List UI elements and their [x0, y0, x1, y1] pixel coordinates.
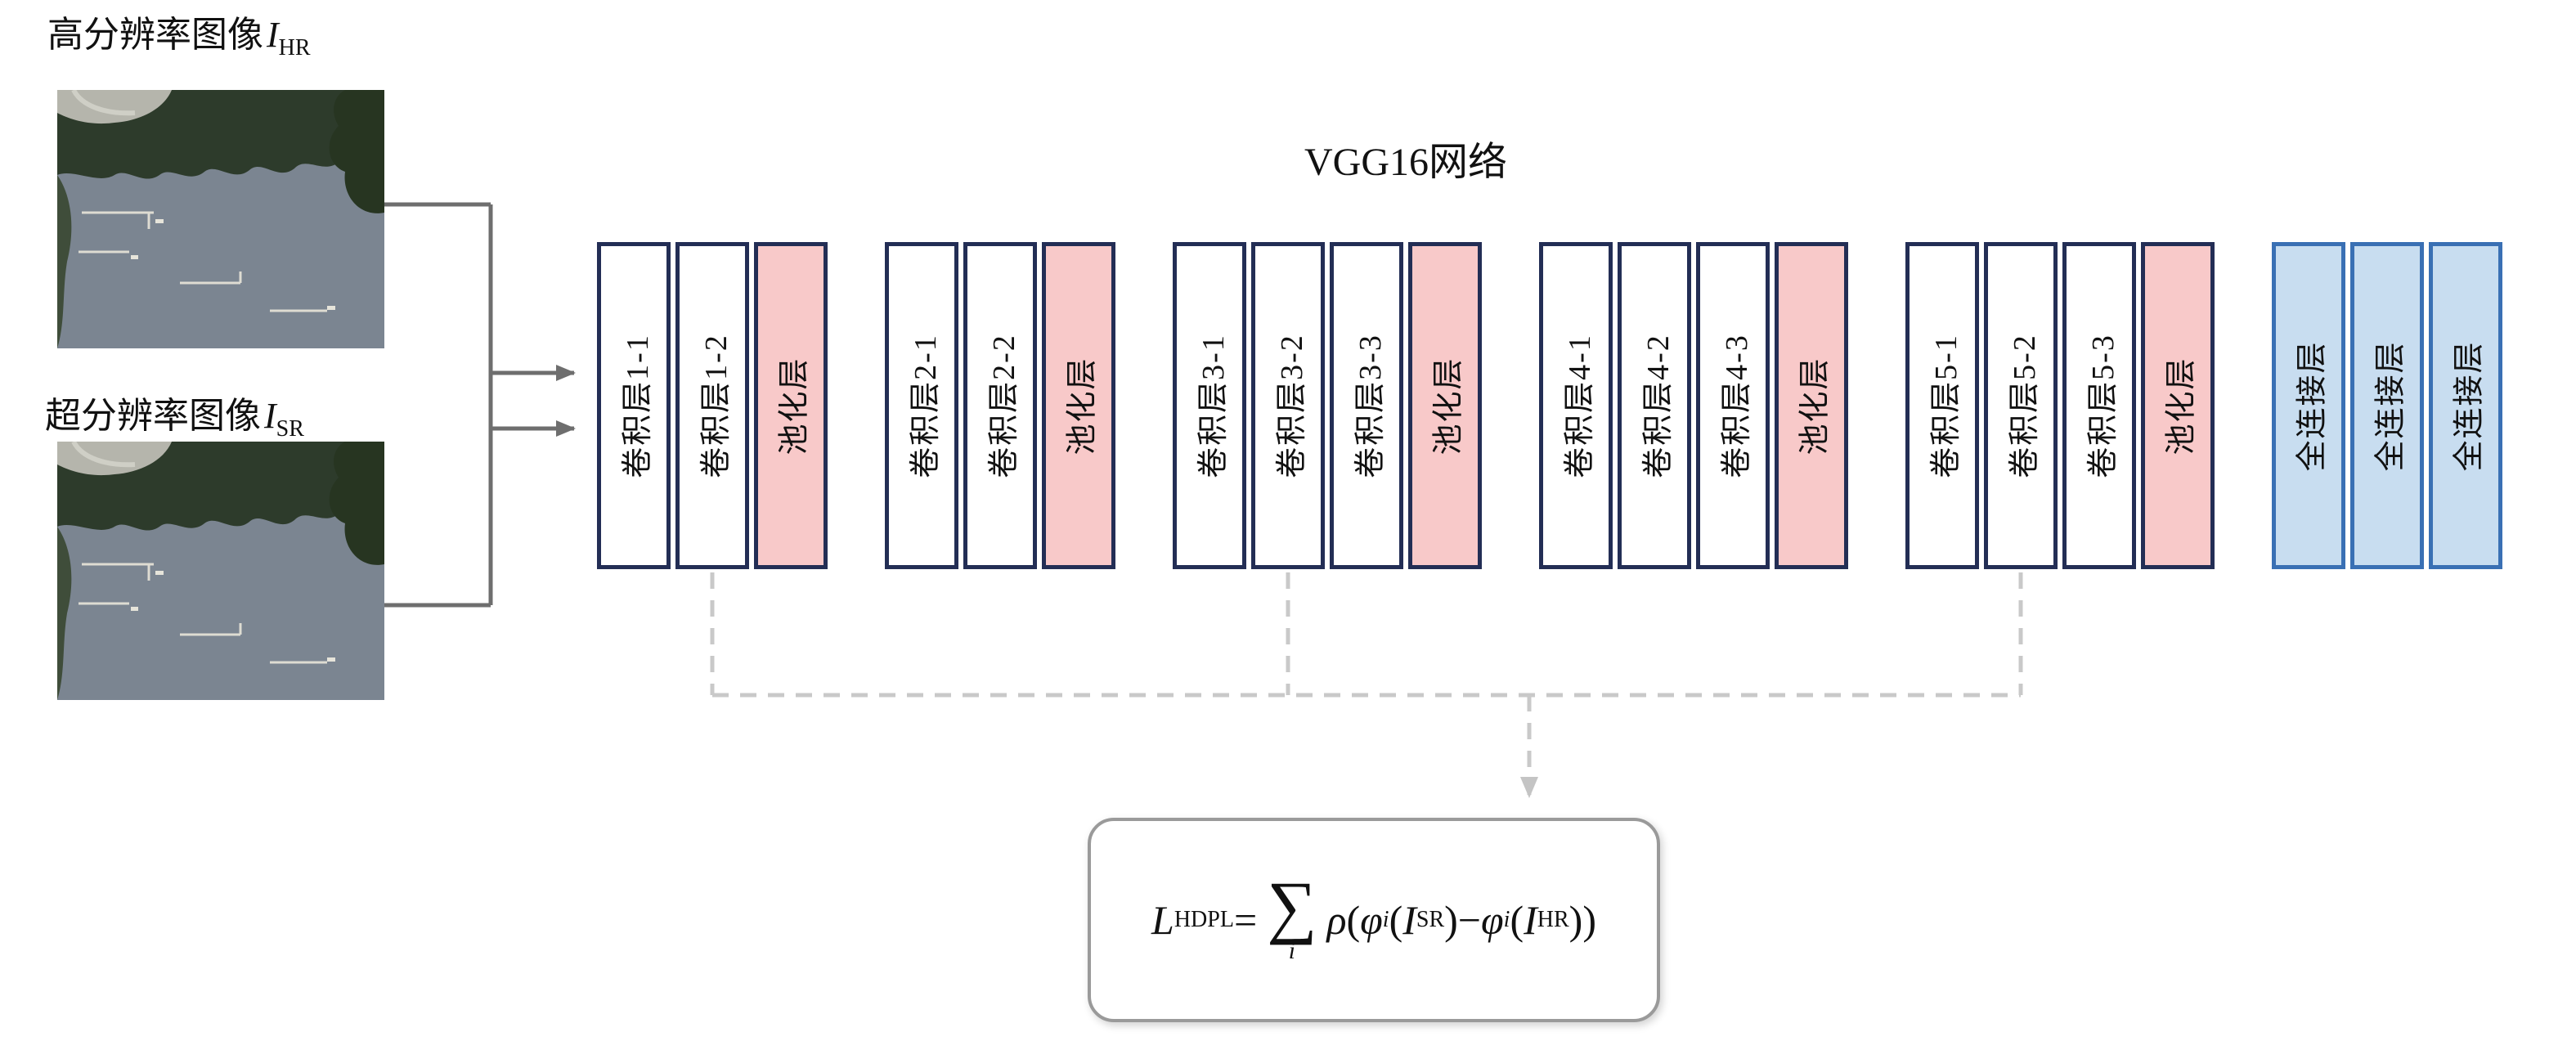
formula-rparen1: ) — [1444, 897, 1458, 943]
formula-L-sub: HDPL — [1174, 907, 1234, 932]
network-title: VGG16网络 — [1304, 141, 1507, 184]
docks — [79, 563, 327, 664]
sr-label-sub: SR — [276, 415, 304, 442]
formula-phi1: φ — [1360, 897, 1383, 943]
sr-label-var: I — [264, 396, 276, 436]
block-label: 池化层 — [2164, 356, 2199, 455]
hr-label-sub: HR — [278, 34, 311, 61]
block-label: 卷积层4-3 — [1719, 333, 1754, 478]
block-conv4-3: 卷积层4-3 — [1696, 242, 1770, 569]
formula-sum: ∑ i — [1257, 867, 1326, 964]
formula-I1-sub: SR — [1416, 907, 1445, 932]
conv-group-4: 卷积层4-1 卷积层4-2 卷积层4-3 池化层 — [1539, 242, 1848, 569]
clearing — [57, 90, 172, 124]
block-label: 卷积层3-3 — [1353, 333, 1388, 478]
trees-right — [329, 90, 384, 213]
block-pool5: 池化层 — [2141, 242, 2215, 569]
road — [71, 442, 136, 468]
block-conv1-1: 卷积层1-1 — [597, 242, 671, 569]
block-conv5-2: 卷积层5-2 — [1984, 242, 2058, 569]
block-label: 池化层 — [1797, 356, 1833, 455]
hr-image-label: 高分辨率图像IHR — [47, 5, 311, 61]
sigma-index: i — [1288, 936, 1295, 964]
block-label: 卷积层5-1 — [1928, 333, 1963, 478]
formula-L: L — [1151, 897, 1174, 943]
block-label: 卷积层2-1 — [908, 333, 943, 478]
sr-label-text: 超分辨率图像 — [45, 396, 261, 436]
formula-rparen2: )) — [1568, 897, 1596, 943]
block-label: 全连接层 — [2373, 339, 2408, 472]
block-label: 卷积层3-2 — [1274, 333, 1309, 478]
block-fc3: 全连接层 — [2429, 242, 2502, 569]
sr-photo — [57, 442, 384, 700]
formula-I1: I — [1402, 897, 1416, 943]
block-label: 池化层 — [1431, 356, 1466, 455]
input-arrows — [384, 202, 576, 608]
conv-group-3: 卷积层3-1 卷积层3-2 卷积层3-3 池化层 — [1173, 242, 1482, 569]
formula-lparen1: ( — [1346, 897, 1361, 943]
block-fc2: 全连接层 — [2350, 242, 2424, 569]
conv-group-5: 卷积层5-1 卷积层5-2 卷积层5-3 池化层 — [1905, 242, 2215, 569]
block-pool3: 池化层 — [1408, 242, 1482, 569]
clearing — [57, 442, 172, 476]
block-pool4: 池化层 — [1775, 242, 1848, 569]
block-conv4-1: 卷积层4-1 — [1539, 242, 1613, 569]
formula-rho: ρ — [1326, 897, 1347, 943]
block-label: 卷积层5-2 — [2007, 333, 2042, 478]
block-label: 全连接层 — [2295, 339, 2330, 472]
trees-right — [329, 442, 384, 565]
shoreline — [57, 175, 72, 348]
block-conv1-2: 卷积层1-2 — [675, 242, 749, 569]
block-conv2-2: 卷积层2-2 — [963, 242, 1037, 569]
formula-phi2: φ — [1481, 897, 1504, 943]
block-label: 卷积层2-2 — [986, 333, 1021, 478]
boats — [131, 571, 335, 662]
hr-photo — [57, 90, 384, 348]
formula-minus: − — [1457, 897, 1481, 943]
block-pool2: 池化层 — [1042, 242, 1115, 569]
block-label: 卷积层3-1 — [1196, 333, 1231, 478]
block-fc1: 全连接层 — [2272, 242, 2345, 569]
block-label: 池化层 — [1065, 356, 1100, 455]
hr-image — [57, 90, 384, 348]
block-label: 卷积层1-1 — [620, 333, 655, 478]
block-label: 全连接层 — [2452, 339, 2487, 472]
feature-tap-lines — [710, 572, 2023, 798]
block-label: 卷积层4-2 — [1640, 333, 1676, 478]
block-conv2-1: 卷积层2-1 — [885, 242, 958, 569]
block-pool1: 池化层 — [754, 242, 828, 569]
block-conv3-2: 卷积层3-2 — [1251, 242, 1325, 569]
block-conv5-1: 卷积层5-1 — [1905, 242, 1979, 569]
block-label: 卷积层1-2 — [698, 333, 734, 478]
hr-label-var: I — [267, 15, 279, 55]
formula-equals: = — [1233, 897, 1258, 943]
formula-I2: I — [1524, 897, 1537, 943]
block-label: 卷积层5-3 — [2085, 333, 2120, 478]
formula-phi1-sub: i — [1382, 907, 1389, 932]
docks — [79, 211, 327, 312]
formula-lparen3: ( — [1510, 897, 1524, 943]
block-conv3-3: 卷积层3-3 — [1330, 242, 1403, 569]
input-connector-trunk — [384, 202, 493, 608]
fc-group: 全连接层 全连接层 全连接层 — [2272, 242, 2502, 569]
sigma-symbol: ∑ — [1267, 867, 1317, 946]
formula-I2-sub: HR — [1537, 907, 1569, 932]
block-conv4-2: 卷积层4-2 — [1618, 242, 1691, 569]
formula-phi2-sub: i — [1503, 907, 1510, 932]
road — [71, 90, 136, 116]
shoreline — [57, 527, 72, 700]
block-conv5-3: 卷积层5-3 — [2062, 242, 2136, 569]
sr-image-label: 超分辨率图像ISR — [45, 386, 304, 442]
conv-group-1: 卷积层1-1 卷积层1-2 池化层 — [597, 242, 828, 569]
boats — [131, 219, 335, 310]
conv-group-2: 卷积层2-1 卷积层2-2 池化层 — [885, 242, 1115, 569]
hr-label-text: 高分辨率图像 — [47, 15, 263, 55]
formula-lparen2: ( — [1389, 897, 1403, 943]
block-label: 卷积层4-1 — [1562, 333, 1597, 478]
block-label: 池化层 — [777, 356, 812, 455]
sr-image — [57, 442, 384, 700]
block-conv3-1: 卷积层3-1 — [1173, 242, 1246, 569]
